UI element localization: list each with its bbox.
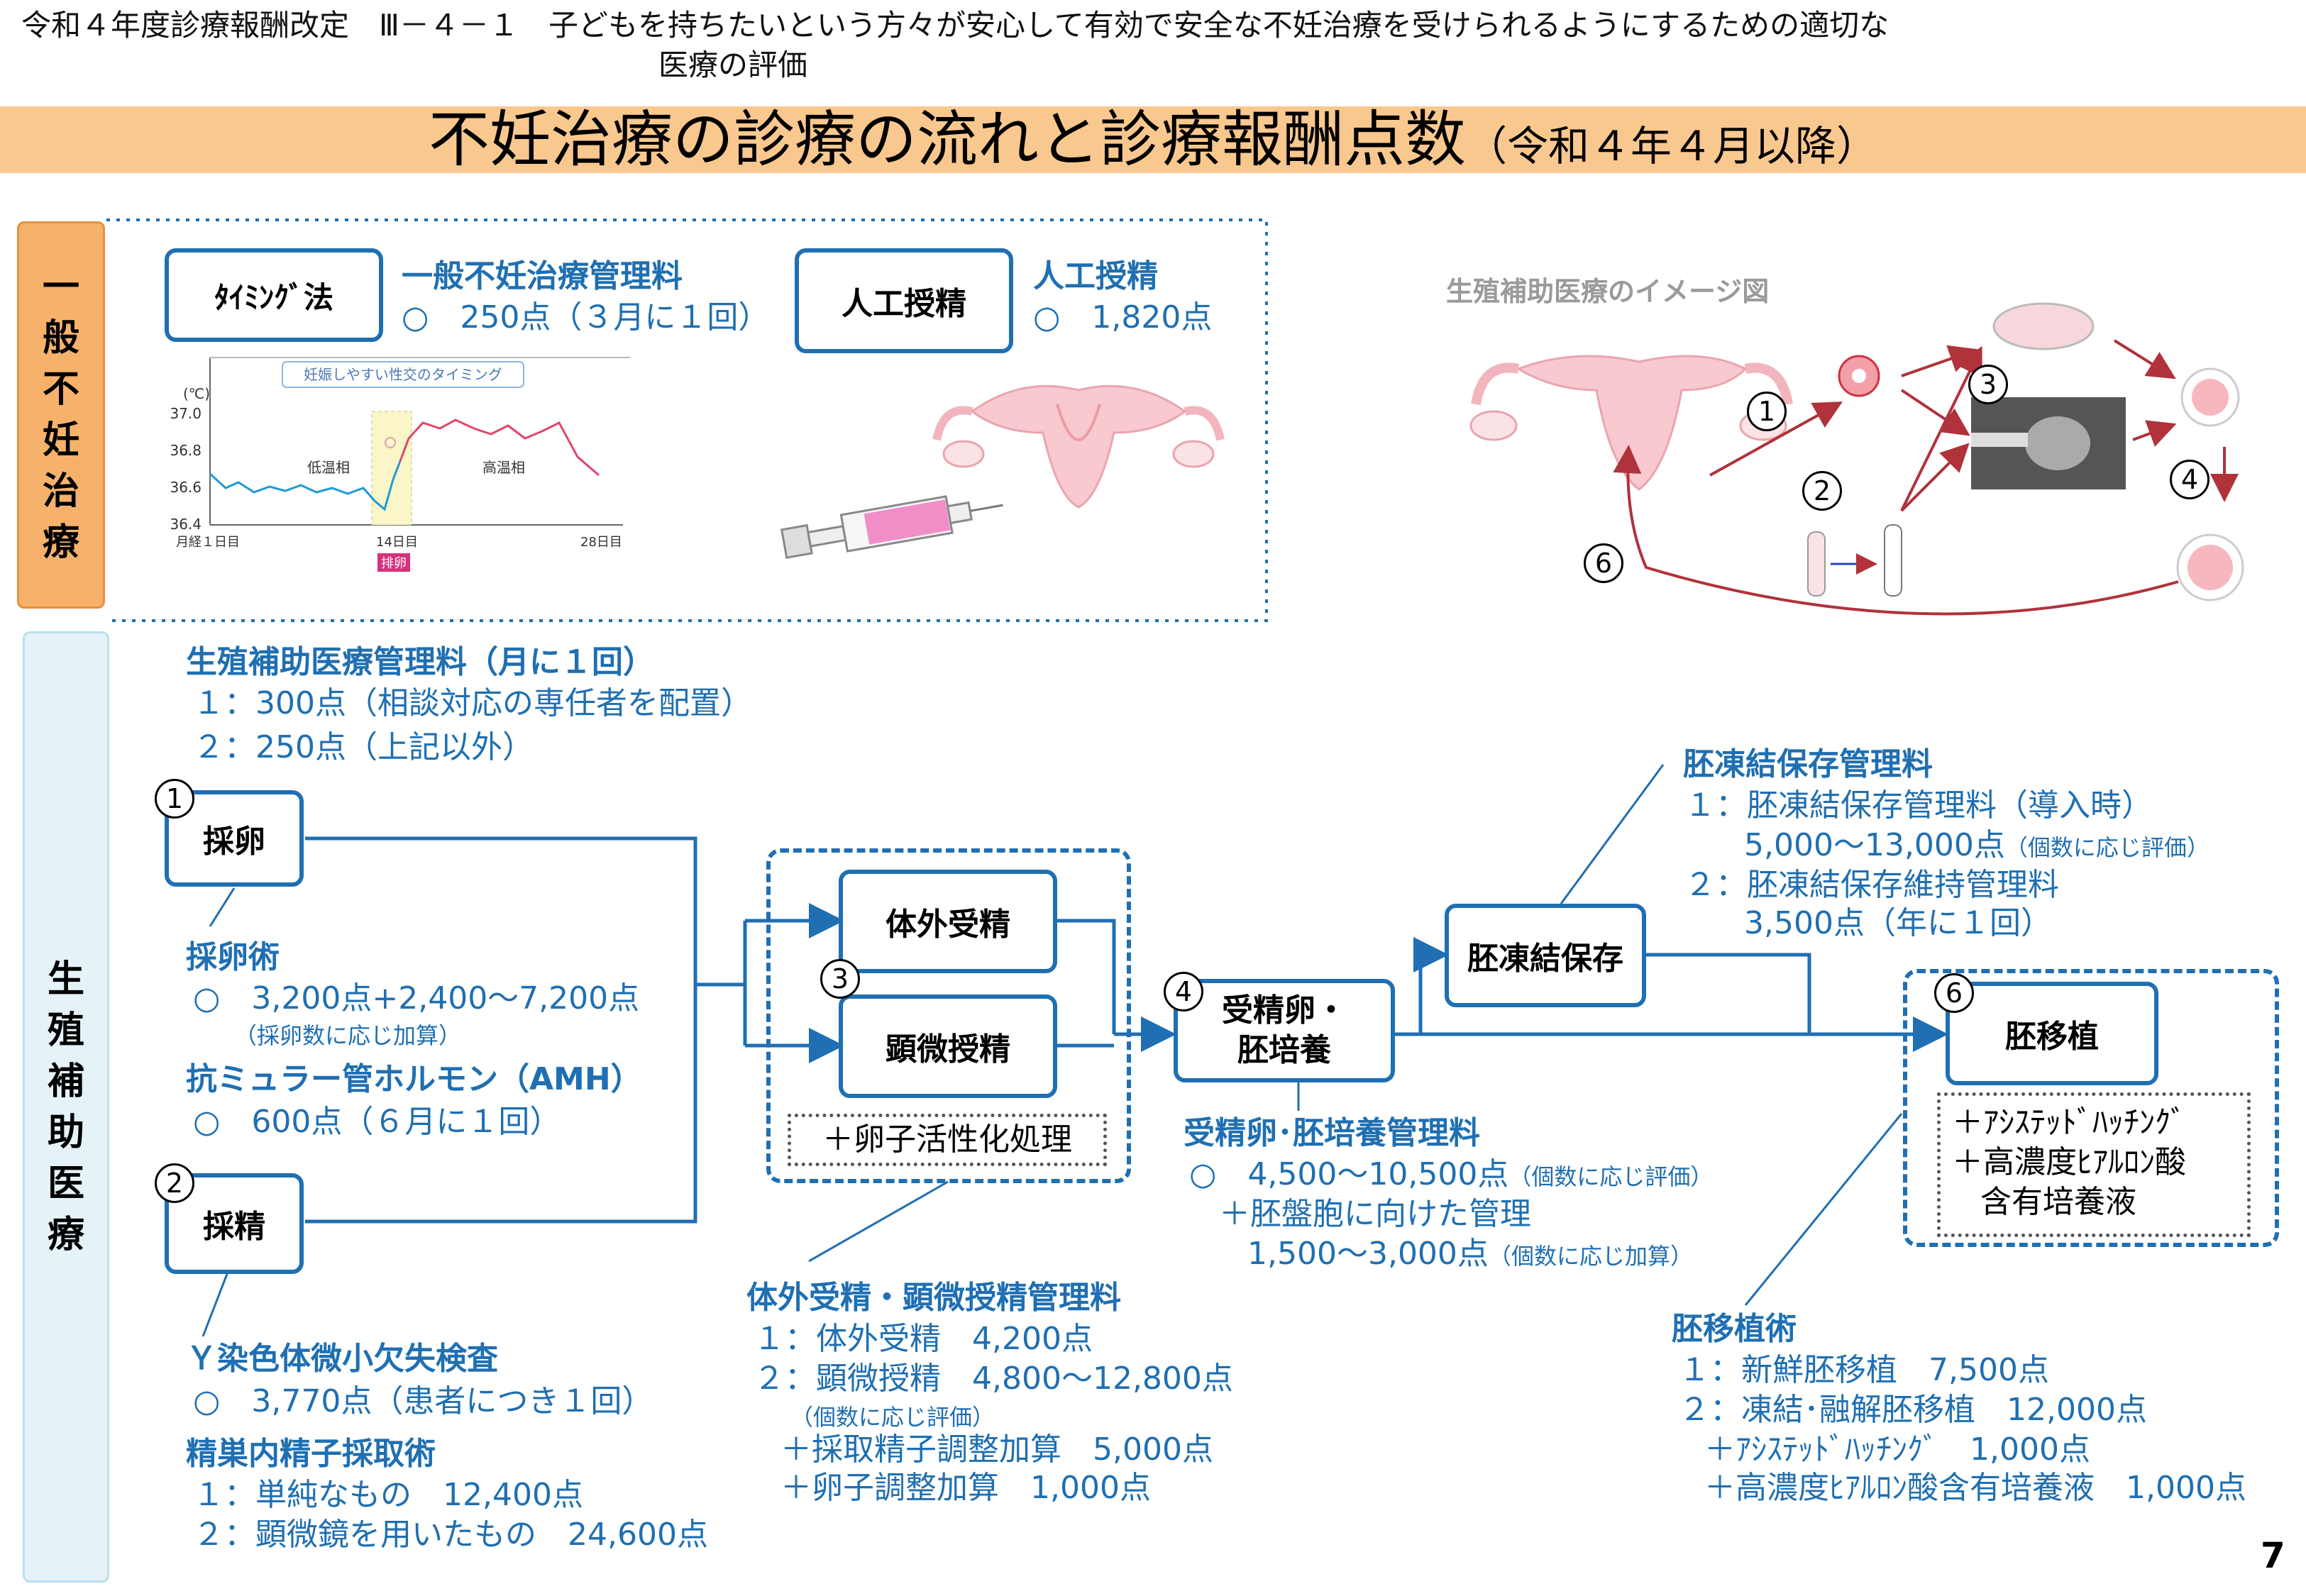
art-mgmt-title: 生殖補助医療管理料（月に１回） bbox=[186, 644, 654, 680]
title-banner bbox=[0, 106, 2306, 173]
x-tick: 28日目 bbox=[580, 535, 622, 550]
image-step-2: 2 bbox=[1802, 471, 1842, 511]
transfer-fee-line1: １：新鮮胚移植 7,500点 bbox=[1679, 1352, 2049, 1388]
header-line2: 医療の評価 bbox=[658, 48, 808, 82]
transfer-fee-line2: ２：凍結･融解胚移植 12,000点 bbox=[1679, 1392, 2147, 1428]
image-step-6: 6 bbox=[1584, 543, 1623, 583]
embryo-transfer-box: 胚移植 bbox=[1946, 982, 2158, 1085]
bbt-chart: (℃) 37.0 36.8 36.6 36.4 妊娠しやすい性交のタイミング 低… bbox=[170, 357, 630, 572]
culture-mgmt-fee: ○ 4,500～10,500点（個数に応じ評価） bbox=[1189, 1156, 1714, 1192]
ai-fee: ○ 1,820点 bbox=[1033, 299, 1213, 336]
general-fee-title: 一般不妊治療管理料 bbox=[402, 258, 683, 294]
step-4-badge: 4 bbox=[1164, 972, 1203, 1012]
general-fee: ○ 250点（３月に１回） bbox=[402, 299, 770, 336]
x-tick: 14日目 bbox=[376, 535, 418, 550]
image-step-3: 3 bbox=[1968, 365, 2008, 404]
step-1-badge: 1 bbox=[155, 779, 194, 819]
chart-banner: 妊娠しやすい性交のタイミング bbox=[304, 366, 502, 383]
transfer-fee-add2: ＋高濃度ﾋｱﾙﾛﾝ酸含有培養液 1,000点 bbox=[1704, 1470, 2246, 1506]
ovulation-label: 排卵 bbox=[381, 556, 407, 571]
ivf-box: 体外受精 bbox=[839, 870, 1057, 973]
image-step-4: 4 bbox=[2170, 460, 2210, 499]
page-title-main: 不妊治療の診療の流れと診療報酬点数 bbox=[428, 104, 1466, 175]
transfer-fee-title: 胚移植術 bbox=[1672, 1311, 1797, 1347]
low-phase-label: 低温相 bbox=[307, 459, 350, 476]
culture-mgmt-add: ＋胚盤胞に向けた管理 bbox=[1219, 1196, 1531, 1232]
amh-fee: ○ 600点（６月に１回） bbox=[193, 1104, 561, 1140]
y-tick: 36.6 bbox=[170, 479, 202, 496]
ivf-mgmt-line2: ２：顕微授精 4,800～12,800点 bbox=[754, 1361, 1233, 1397]
y-tick: 36.8 bbox=[170, 442, 202, 459]
culture-label-2: 胚培養 bbox=[1237, 1032, 1331, 1068]
culture-label-1: 受精卵・ bbox=[1222, 992, 1347, 1029]
step-3-badge: 3 bbox=[820, 959, 860, 999]
freeze-mgmt-line1: １：胚凍結保存管理料（導入時） bbox=[1684, 787, 2153, 824]
y-tick: 36.4 bbox=[170, 516, 202, 533]
ai-box: 人工授精 bbox=[795, 248, 1013, 353]
art-image-illustration bbox=[1469, 302, 2244, 616]
ai-fee-title: 人工授精 bbox=[1033, 258, 1158, 294]
testis-line1: １：単純なもの 12,400点 bbox=[193, 1477, 583, 1513]
timing-method-box: ﾀｲﾐﾝｸﾞ法 bbox=[165, 248, 383, 342]
step-2-badge: 2 bbox=[155, 1163, 194, 1203]
egg-retrieval-box: 採卵 bbox=[165, 790, 304, 887]
transfer-group bbox=[1903, 969, 2279, 1247]
chart-unit: (℃) bbox=[183, 385, 210, 402]
ivf-mgmt-note: （個数に応じ評価） bbox=[790, 1404, 995, 1431]
header-line1: 令和４年度診療報酬改定 Ⅲ－４－１ 子どもを持ちたいという方々が安心して有効で安… bbox=[21, 8, 1890, 43]
y-tick: 37.0 bbox=[170, 405, 202, 422]
high-phase-label: 高温相 bbox=[482, 459, 525, 476]
art-image-title: 生殖補助医療のイメージ図 bbox=[1446, 276, 1770, 307]
freeze-mgmt-line2b: 3,500点（年に１回） bbox=[1744, 905, 2052, 941]
page-title-sub: （令和４年４月以降） bbox=[1465, 122, 1877, 170]
uterus-illustration bbox=[932, 384, 1225, 509]
embryo-culture-box: 受精卵・ 胚培養 bbox=[1174, 979, 1395, 1082]
egg-activation-box: ＋卵子活性化処理 bbox=[788, 1114, 1107, 1166]
ivf-mgmt-line1: １：体外受精 4,200点 bbox=[754, 1321, 1093, 1357]
culture-mgmt-title: 受精卵･胚培養管理料 bbox=[1184, 1115, 1480, 1151]
syringe-illustration bbox=[780, 495, 1003, 559]
ychrom-fee: ○ 3,770点（患者につき１回） bbox=[193, 1383, 653, 1419]
transfer-option-1: ＋ｱｼｽﾃｯﾄﾞﾊｯﾁﾝｸﾞ bbox=[1952, 1104, 2186, 1141]
testis-title: 精巣内精子採取術 bbox=[186, 1436, 436, 1472]
art-mgmt-line2: ２：250点（上記以外） bbox=[193, 729, 534, 765]
embryo-freezing-box: 胚凍結保存 bbox=[1445, 904, 1646, 1007]
egg-fee: ○ 3,200点+2,400～7,200点 bbox=[193, 980, 640, 1016]
ivf-mgmt-add2: ＋卵子調整加算 1,000点 bbox=[780, 1470, 1151, 1506]
section-label-art: 生殖補 助医療 bbox=[23, 631, 109, 1583]
transfer-option-3: 含有培養液 bbox=[1980, 1184, 2136, 1220]
step-6-badge: 6 bbox=[1934, 973, 1974, 1013]
ychrom-title: Ｙ染色体微小欠失検査 bbox=[186, 1341, 498, 1377]
page-number: 7 bbox=[2261, 1535, 2285, 1576]
transfer-fee-add1: ＋ｱｼｽﾃｯﾄﾞﾊｯﾁﾝｸﾞ 1,000点 bbox=[1704, 1431, 2090, 1468]
freeze-mgmt-title: 胚凍結保存管理料 bbox=[1683, 746, 1933, 782]
ivf-mgmt-add1: ＋採取精子調整加算 5,000点 bbox=[780, 1431, 1213, 1468]
section-label-general: 一般不 妊治療 bbox=[17, 221, 105, 609]
x-tick: 月経１日目 bbox=[176, 535, 240, 550]
egg-fee-title: 採卵術 bbox=[186, 939, 280, 975]
egg-fee-note: （採卵数に応じ加算） bbox=[234, 1022, 462, 1049]
art-mgmt-line1: １：300点（相談対応の専任者を配置） bbox=[193, 685, 752, 721]
icsi-box: 顕微授精 bbox=[839, 994, 1057, 1098]
fertilization-group bbox=[766, 848, 1131, 1183]
testis-line2: ２：顕微鏡を用いたもの 24,600点 bbox=[193, 1517, 708, 1553]
transfer-option-2: ＋高濃度ﾋｱﾙﾛﾝ酸 bbox=[1952, 1144, 2186, 1180]
culture-mgmt-add-fee: 1,500～3,000点（個数に応じ加算） bbox=[1247, 1236, 1693, 1272]
ivf-mgmt-title: 体外受精・顕微授精管理料 bbox=[746, 1280, 1121, 1316]
transfer-options-box: ＋ｱｼｽﾃｯﾄﾞﾊｯﾁﾝｸﾞ ＋高濃度ﾋｱﾙﾛﾝ酸 含有培養液 bbox=[1937, 1092, 2251, 1237]
freeze-mgmt-line2: ２：胚凍結保存維持管理料 bbox=[1684, 867, 2059, 903]
amh-title: 抗ミュラー管ホルモン（AMH） bbox=[186, 1061, 642, 1097]
image-step-1: 1 bbox=[1747, 392, 1787, 431]
freeze-mgmt-line1b: 5,000～13,000点（個数に応じ評価） bbox=[1744, 827, 2210, 863]
page-title: 不妊治療の診療の流れと診療報酬点数（令和４年４月以降） bbox=[0, 106, 2306, 173]
